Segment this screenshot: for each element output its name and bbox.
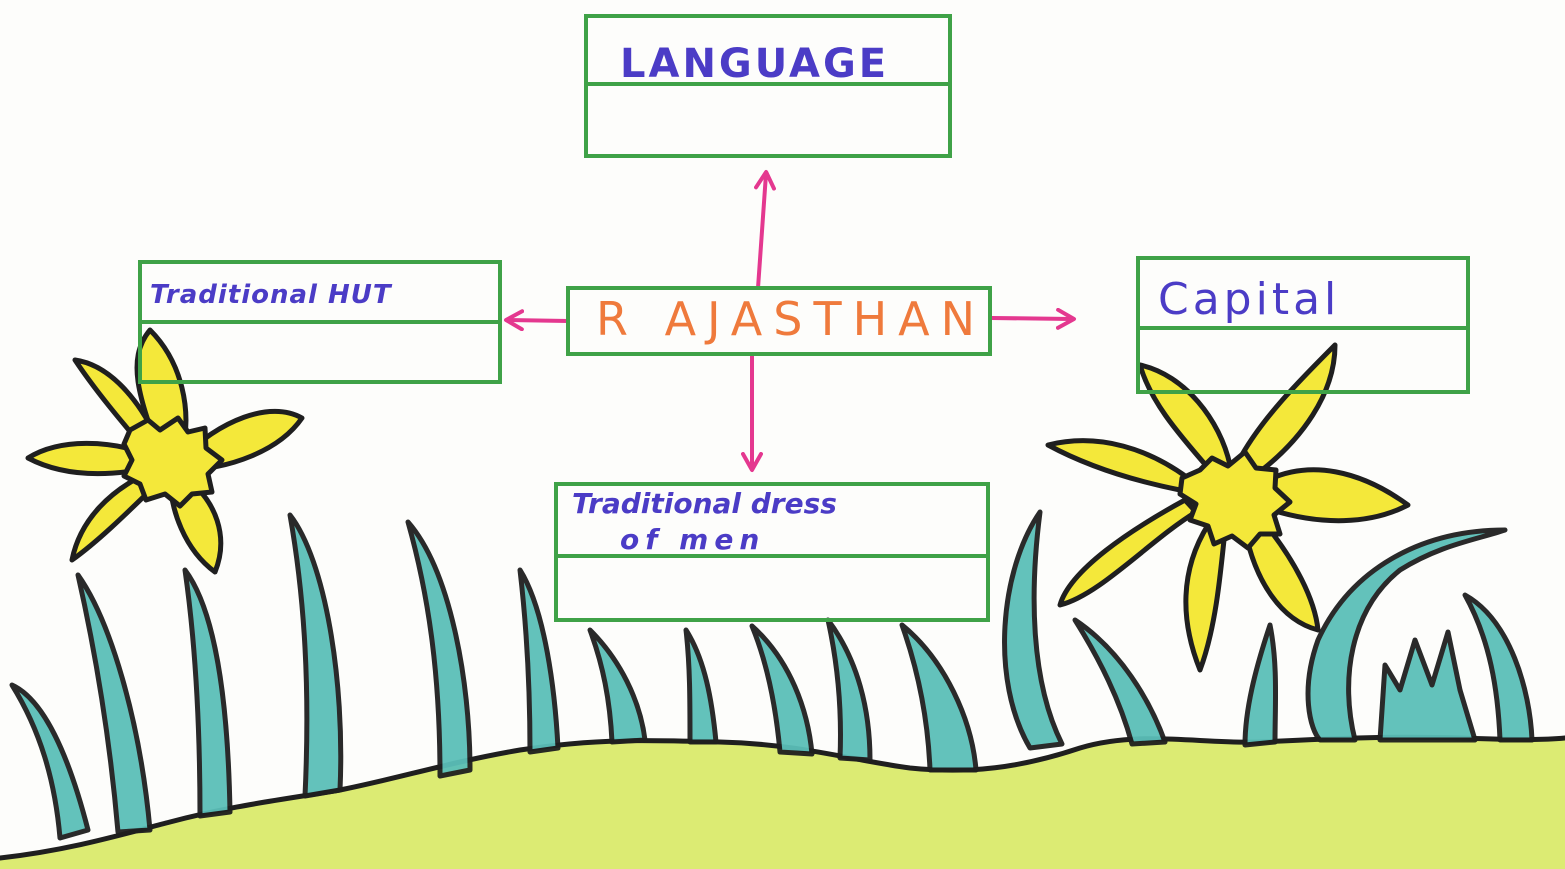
grass-blade <box>185 570 230 816</box>
label-traditional-hut: Traditional HUT <box>150 282 392 308</box>
grass-blade <box>12 685 88 838</box>
grass-blade <box>752 626 812 754</box>
grass-blade <box>902 625 976 770</box>
grass-blade <box>1075 620 1165 744</box>
grass-blade <box>290 515 341 796</box>
grass-blade <box>1380 632 1475 740</box>
ground <box>0 737 1565 869</box>
label-capital: Capital <box>1158 278 1340 322</box>
label-traditional-dress-line1: Traditional dress <box>572 490 837 518</box>
arrow-to-capital <box>992 318 1072 319</box>
center-label-rajasthan: R AJASTHAN <box>596 296 986 342</box>
grass-blade <box>1005 512 1062 748</box>
grass-blade <box>686 630 716 742</box>
arrow-to-traditional-hut <box>508 320 568 321</box>
grass-blade <box>1465 595 1532 740</box>
label-traditional-dress-line2: of men <box>620 526 765 554</box>
arrow-to-language <box>758 174 766 288</box>
grass-blade <box>520 570 558 752</box>
grass-blade <box>590 630 645 742</box>
label-language: LANGUAGE <box>620 44 889 84</box>
flower-left-icon <box>28 330 302 572</box>
grass-blade <box>1245 625 1276 745</box>
grass-blade <box>408 522 470 776</box>
grass-blade <box>78 575 150 832</box>
grass-blade <box>828 620 870 760</box>
